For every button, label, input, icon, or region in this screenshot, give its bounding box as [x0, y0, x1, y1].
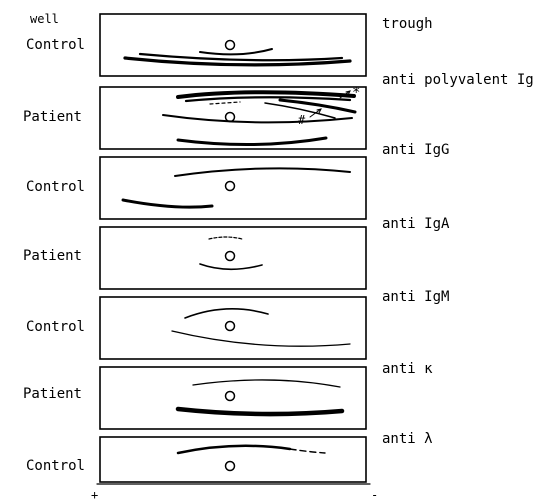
gel-panel-7	[100, 437, 366, 482]
antigen-well-4	[226, 252, 235, 261]
gel-panel-4	[100, 227, 366, 289]
hash-marker: #	[298, 113, 306, 127]
gel-panel-5	[100, 297, 366, 359]
gel-panel-1	[100, 14, 366, 76]
gel-panel-6	[100, 367, 366, 429]
star-marker: *	[352, 85, 360, 101]
antigen-well-5	[226, 322, 235, 331]
antigen-well-3	[226, 182, 235, 191]
antigen-well-2	[226, 113, 235, 122]
antigen-well-1	[226, 41, 235, 50]
antigen-well-7	[226, 462, 235, 471]
gel-panel-2	[100, 87, 366, 149]
antigen-well-6	[226, 392, 235, 401]
gel-panel-3	[100, 157, 366, 219]
